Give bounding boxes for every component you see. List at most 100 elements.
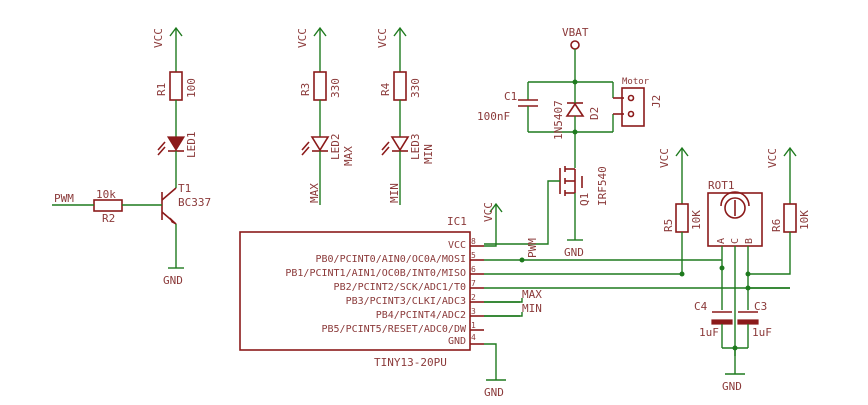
svg-text:GND: GND	[564, 246, 584, 259]
gnd-symbol-ic1: GND	[484, 379, 506, 399]
diode-d2: 1N5407 D2	[552, 82, 601, 140]
svg-text:10K: 10K	[690, 210, 703, 230]
ic1-value: TINY13-20PU	[374, 356, 447, 369]
svg-text:GND: GND	[448, 336, 466, 347]
vcc-symbol-r1: VCC	[152, 26, 183, 72]
svg-text:PB3/PCINT3/CLKI/ADC3: PB3/PCINT3/CLKI/ADC3	[346, 296, 466, 307]
svg-text:PB5/PCINT5/RESET/ADC0/DW: PB5/PCINT5/RESET/ADC0/DW	[322, 324, 467, 335]
svg-text:100: 100	[185, 78, 198, 98]
svg-text:C3: C3	[754, 300, 767, 313]
resistor-r1: R1 100	[155, 71, 198, 101]
capacitor-c3: C3 1uF	[737, 300, 772, 348]
t1-value: BC337	[178, 196, 211, 209]
capacitor-c4: C4 1uF	[694, 300, 733, 348]
svg-text:R2: R2	[102, 212, 115, 225]
svg-text:VCC: VCC	[766, 148, 779, 168]
svg-text:1uF: 1uF	[699, 326, 719, 339]
svg-text:A: A	[716, 238, 727, 244]
max-ic-label: MAX	[522, 288, 542, 301]
svg-text:100nF: 100nF	[477, 110, 510, 123]
svg-text:6: 6	[471, 265, 476, 274]
svg-text:VCC: VCC	[376, 28, 389, 48]
svg-text:R4: R4	[379, 82, 392, 96]
svg-text:PB4/PCINT4/ADC2: PB4/PCINT4/ADC2	[376, 310, 466, 321]
pwm-net-label: PWM	[54, 192, 74, 205]
vcc-symbol-r5: VCC	[658, 146, 689, 204]
svg-text:MIN: MIN	[422, 144, 435, 164]
ic1-block: IC1 TINY13-20PU VCC PB0/PCINT0/AIN0/OC0A…	[239, 215, 476, 369]
svg-text:ROT1: ROT1	[708, 179, 735, 192]
svg-text:VCC: VCC	[482, 202, 495, 222]
svg-text:GND: GND	[163, 274, 183, 287]
resistor-r4: R4 330	[379, 71, 422, 101]
min-ic-label: MIN	[522, 302, 542, 315]
vbat-symbol: VBAT	[562, 26, 589, 50]
led2-symbol: LED2 MAX	[301, 134, 355, 166]
svg-text:GND: GND	[722, 380, 742, 393]
led1-symbol: LED1	[157, 132, 198, 159]
resistor-r3: R3 330	[299, 71, 342, 101]
svg-text:IRF540: IRF540	[596, 166, 609, 206]
svg-text:PB2/PCINT2/SCK/ADC1/T0: PB2/PCINT2/SCK/ADC1/T0	[334, 282, 466, 293]
capacitor-c1: C1 100nF	[477, 82, 538, 132]
svg-text:PB1/PCINT1/AIN1/OC0B/INT0/MISO: PB1/PCINT1/AIN1/OC0B/INT0/MISO	[285, 268, 466, 279]
svg-text:B: B	[744, 238, 755, 244]
svg-text:1uF: 1uF	[752, 326, 772, 339]
resistor-r2: 10k R2	[93, 188, 123, 225]
svg-text:R5: R5	[662, 219, 675, 232]
gnd-symbol-t1: GND	[163, 267, 184, 287]
svg-text:VCC: VCC	[448, 240, 466, 251]
resistor-r6: R6 10K	[770, 203, 811, 233]
svg-text:VCC: VCC	[658, 148, 671, 168]
svg-text:Q1: Q1	[578, 193, 591, 206]
vcc-symbol-r6: VCC	[766, 146, 797, 204]
ic1-ref: IC1	[447, 215, 467, 228]
motor-connector-j2: Motor J2	[612, 77, 663, 132]
svg-text:R3: R3	[299, 83, 312, 96]
vcc-symbol-r3: VCC	[296, 26, 327, 72]
svg-text:C1: C1	[504, 90, 517, 103]
led1-label: LED1	[185, 132, 198, 159]
svg-text:1: 1	[471, 321, 476, 330]
svg-text:VCC: VCC	[296, 28, 309, 48]
transistor-t1: T1 BC337	[161, 182, 211, 225]
vcc-symbol-ic1: VCC	[482, 202, 503, 247]
svg-text:330: 330	[409, 78, 422, 98]
svg-text:PB0/PCINT0/AIN0/OC0A/MOSI: PB0/PCINT0/AIN0/OC0A/MOSI	[315, 254, 466, 265]
gnd-symbol-q1: GND	[564, 239, 584, 259]
svg-text:R1: R1	[155, 83, 168, 96]
vcc-label: VCC	[152, 28, 165, 48]
svg-text:7: 7	[471, 279, 476, 288]
resistor-r5: R5 10K	[662, 203, 703, 233]
svg-text:8: 8	[471, 237, 476, 246]
svg-text:1N5407: 1N5407	[552, 100, 565, 140]
svg-text:LED3: LED3	[409, 134, 422, 161]
svg-text:Motor: Motor	[622, 77, 650, 87]
svg-text:D2: D2	[588, 107, 601, 120]
svg-text:3: 3	[471, 307, 476, 316]
t1-ref: T1	[178, 182, 191, 195]
svg-text:R6: R6	[770, 219, 783, 232]
svg-text:10k: 10k	[96, 188, 116, 201]
svg-text:330: 330	[329, 78, 342, 98]
min-net-label: MIN	[388, 183, 401, 203]
svg-text:VBAT: VBAT	[562, 26, 589, 39]
svg-text:5: 5	[471, 251, 476, 260]
svg-text:C4: C4	[694, 300, 708, 313]
svg-text:4: 4	[471, 333, 476, 342]
svg-text:MAX: MAX	[342, 146, 355, 166]
max-net-label: MAX	[308, 183, 321, 203]
svg-text:C: C	[730, 238, 741, 244]
vcc-symbol-r4: VCC	[376, 26, 407, 72]
led3-symbol: LED3 MIN	[381, 134, 435, 164]
rotary-encoder-rot1: ROT1 A C B	[707, 179, 763, 247]
svg-text:10K: 10K	[798, 210, 811, 230]
svg-text:GND: GND	[484, 386, 504, 399]
svg-text:2: 2	[471, 293, 476, 302]
svg-text:J2: J2	[650, 95, 663, 108]
gnd-symbol-rot1: GND	[722, 373, 745, 393]
mosfet-q1: Q1 IRF540	[559, 166, 609, 206]
pwm-ic-label: PWM	[526, 238, 539, 258]
svg-text:LED2: LED2	[329, 134, 342, 161]
